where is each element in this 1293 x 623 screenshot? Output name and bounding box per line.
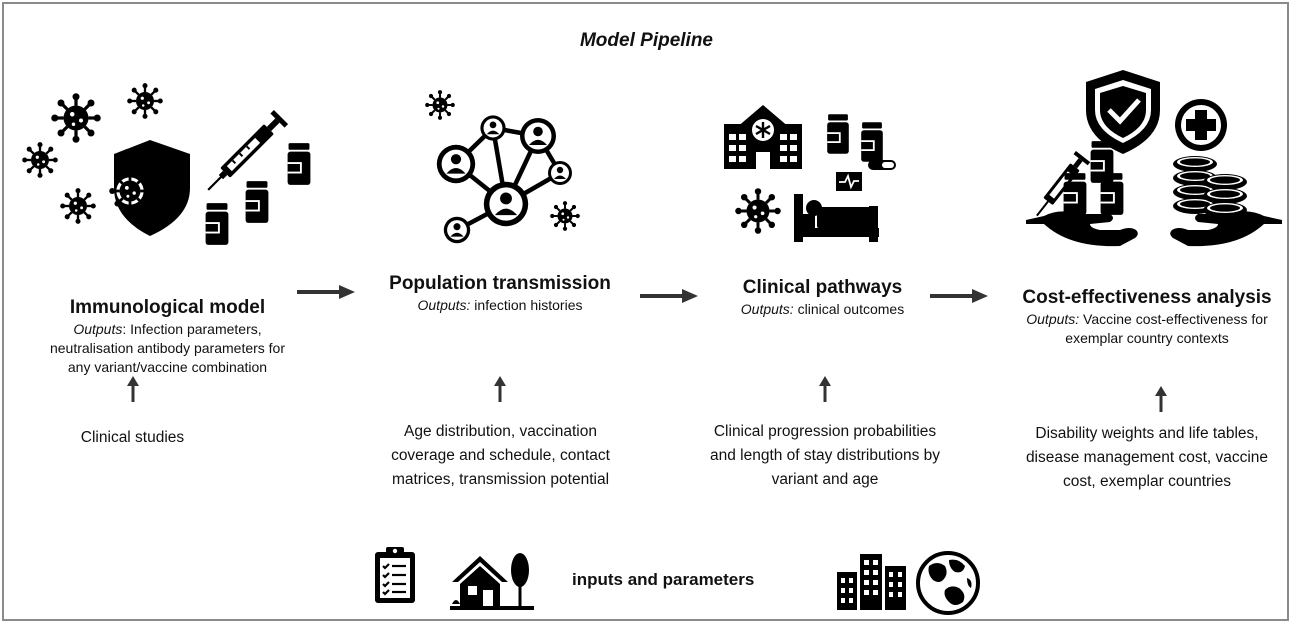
arrow-right xyxy=(930,289,988,303)
heart-monitor-icon xyxy=(836,172,862,191)
globe-icon xyxy=(916,551,980,615)
clipboard-icon xyxy=(375,547,415,603)
arrow-up xyxy=(494,376,506,402)
stage-clinical: Clinical pathways Outputs: clinical outc… xyxy=(700,276,945,319)
virus-icon xyxy=(424,89,456,121)
stage-name: Immunological model xyxy=(69,297,266,318)
outputs-text: : Infection parameters, neutralisation a… xyxy=(49,321,286,375)
person-icon xyxy=(520,118,556,154)
vial-icon xyxy=(861,122,883,162)
medical-cross-icon xyxy=(1175,99,1227,151)
stage-name: Cost-effectiveness analysis xyxy=(1022,287,1272,308)
hand-icon xyxy=(1170,211,1282,247)
buildings-icon xyxy=(837,554,906,610)
hand-icon xyxy=(1026,211,1138,247)
virus-icon xyxy=(126,82,164,120)
vial-icon xyxy=(245,181,269,223)
clinical-icons xyxy=(724,105,896,242)
stage-transmission: Population transmission Outputs: infecti… xyxy=(375,272,625,315)
stage-outputs: Outputs: infection histories xyxy=(375,296,625,315)
virus-icon xyxy=(49,91,103,145)
vial-icon xyxy=(1100,173,1124,215)
person-icon xyxy=(436,144,476,184)
input-clinical-pathways: Clinical progression probabilities and l… xyxy=(709,423,941,488)
hospital-bed-icon xyxy=(794,194,879,242)
hospital-icon xyxy=(724,105,802,169)
vial-icon xyxy=(827,114,849,154)
outputs-label: Outputs xyxy=(73,321,123,337)
virus-icon xyxy=(107,168,153,214)
virus-icon xyxy=(733,186,783,236)
legend-label: inputs and parameters xyxy=(572,570,755,589)
vial-icon xyxy=(287,143,311,185)
virus-icon xyxy=(549,200,581,232)
immunological-icons xyxy=(21,82,311,245)
stage-name: Population transmission xyxy=(389,273,611,294)
shield-check-icon xyxy=(1086,70,1160,154)
input-cost: Disability weights and life tables, dise… xyxy=(1025,425,1269,490)
stage-name: Clinical pathways xyxy=(742,277,903,298)
syringe-icon xyxy=(207,109,289,191)
arrow-right xyxy=(640,289,698,303)
transmission-icons xyxy=(424,89,581,244)
stage-cost: Cost-effectiveness analysis Outputs: Vac… xyxy=(1012,286,1282,348)
outputs-text: Vaccine cost-effectiveness for exemplar … xyxy=(1065,311,1268,346)
arrow-right xyxy=(297,285,355,299)
outputs-label: Outputs: xyxy=(1026,311,1080,327)
arrow-up xyxy=(127,376,139,402)
vial-icon xyxy=(1063,173,1087,215)
stage-outputs: Outputs: Vaccine cost-effectiveness for … xyxy=(1012,310,1282,348)
person-icon xyxy=(548,161,572,185)
outputs-text: clinical outcomes xyxy=(793,301,905,317)
pill-icon xyxy=(868,160,896,170)
stage-immunological: Immunological model Outputs: Infection p… xyxy=(40,296,295,377)
coins-icon xyxy=(1173,156,1247,218)
input-transmission: Age distribution, vaccination coverage a… xyxy=(391,423,610,488)
house-icon xyxy=(450,553,534,610)
stage-outputs: Outputs: clinical outcomes xyxy=(700,300,945,319)
virus-icon xyxy=(21,141,59,179)
shield-icon xyxy=(114,140,190,236)
outputs-label: Outputs: xyxy=(417,297,471,313)
arrow-up xyxy=(1155,386,1167,412)
outputs-text: infection histories xyxy=(470,297,583,313)
virus-icon xyxy=(59,187,97,225)
person-icon xyxy=(483,181,529,227)
person-icon xyxy=(443,216,471,244)
cost-icons xyxy=(1026,70,1282,247)
arrow-up xyxy=(819,376,831,402)
person-icon xyxy=(480,115,506,141)
outputs-label: Outputs: xyxy=(740,301,794,317)
vial-icon xyxy=(205,203,229,245)
diagram-title: Model Pipeline xyxy=(579,30,714,51)
input-clinical-studies: Clinical studies xyxy=(80,429,185,446)
stage-outputs: Outputs: Infection parameters, neutralis… xyxy=(40,320,295,377)
